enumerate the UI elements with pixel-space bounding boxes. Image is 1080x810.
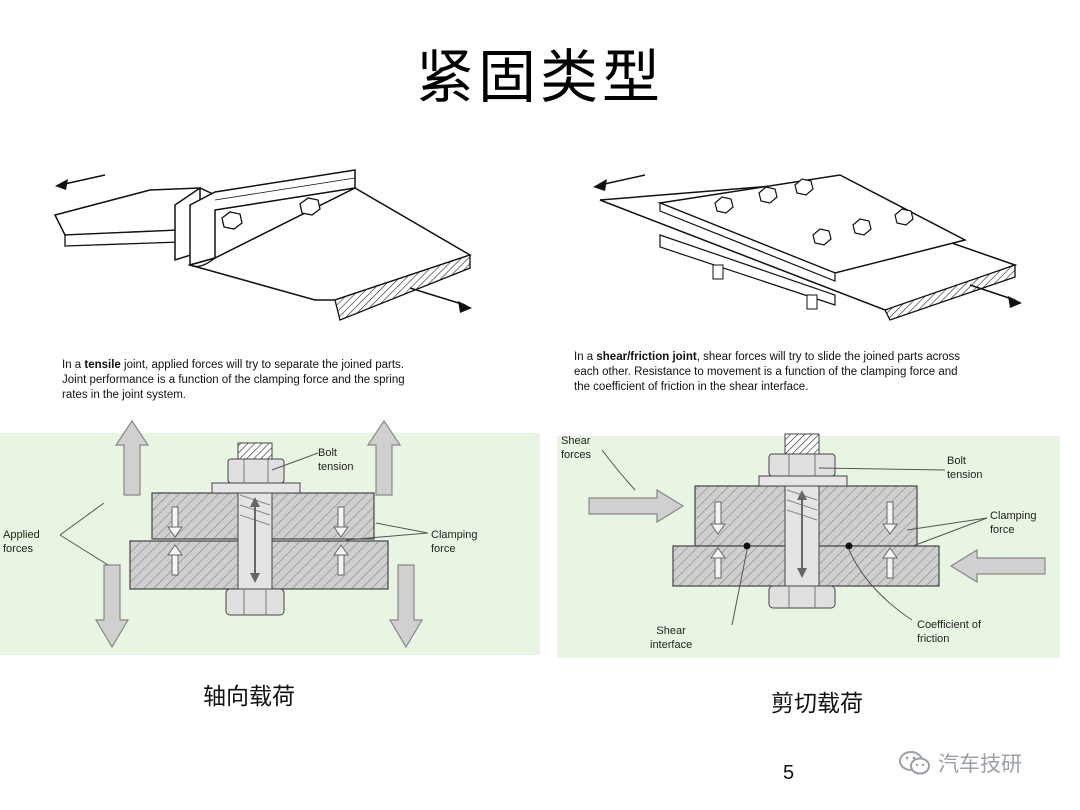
shear-forces-label-2: forces: [561, 449, 591, 461]
shear-caption-line2: each other. Resistance to movement is a …: [574, 366, 958, 378]
shear-clamping-label-1: Clamping: [990, 510, 1037, 522]
tensile-caption: In a tensile joint, applied forces will …: [62, 358, 482, 403]
shear-coef-label-2: friction: [917, 633, 950, 645]
shear-bolt-label-1: Bolt: [947, 455, 966, 467]
tensile-bolt-label-1: Bolt: [318, 447, 337, 459]
tensile-caption-line2: Joint performance is a function of the c…: [62, 374, 405, 386]
shear-clamping-force-label: Clamping force: [990, 509, 1036, 537]
shear-interface-label-1: Shear: [656, 625, 686, 637]
shear-coef-friction-label: Coefficient of friction: [917, 618, 981, 646]
tensile-caption-post: joint, applied forces will try to separa…: [120, 359, 405, 371]
shear-caption: In a shear/friction joint, shear forces …: [574, 350, 1044, 395]
shear-caption-post: , shear forces will try to slide the joi…: [696, 351, 961, 363]
shear-interface-label-2: interface: [650, 639, 693, 651]
page-number: 5: [783, 762, 795, 784]
tensile-caption-line3: rates in the joint system.: [62, 389, 186, 401]
tensile-caption-pre: In a: [62, 359, 85, 371]
watermark-text: 汽车技研: [938, 752, 1022, 776]
shear-forces-label-1: Shear: [561, 435, 591, 447]
tensile-cross-section: [59, 419, 429, 649]
tensile-applied-label-1: Applied: [3, 529, 40, 541]
tensile-bolt-tension-label: Bolt tension: [318, 446, 353, 474]
shear-section-caption: 剪切载荷: [771, 691, 863, 717]
shear-clamping-label-2: force: [990, 524, 1015, 536]
tensile-caption-bold: tensile: [84, 359, 121, 371]
shear-cross-section: [588, 433, 1046, 626]
tensile-applied-label-2: forces: [3, 543, 33, 555]
tensile-joint-illustration: [53, 169, 472, 321]
shear-bolt-label-2: tension: [947, 469, 983, 481]
tensile-clamping-label-1: Clamping: [431, 529, 478, 541]
shear-caption-line3: the coefficient of friction in the shear…: [574, 381, 809, 393]
tensile-clamping-force-label: Clamping force: [431, 528, 477, 556]
tensile-section-caption: 轴向载荷: [203, 684, 295, 710]
tensile-applied-forces-label: Applied forces: [3, 528, 40, 556]
watermark: 汽车技研: [898, 748, 1022, 778]
shear-caption-pre: In a: [574, 351, 597, 363]
shear-coef-label-1: Coefficient of: [917, 619, 982, 631]
shear-joint-illustration: [593, 174, 1022, 321]
shear-interface-label: Shear interface: [650, 624, 692, 652]
shear-forces-label: Shear forces: [561, 434, 591, 462]
shear-caption-bold: shear/friction joint: [596, 351, 697, 363]
tensile-bolt-label-2: tension: [318, 461, 354, 473]
wechat-icon: [899, 751, 930, 775]
tensile-clamping-label-2: force: [431, 543, 456, 555]
shear-bolt-tension-label: Bolt tension: [947, 454, 982, 482]
page-title: 紧固类型: [415, 43, 664, 111]
